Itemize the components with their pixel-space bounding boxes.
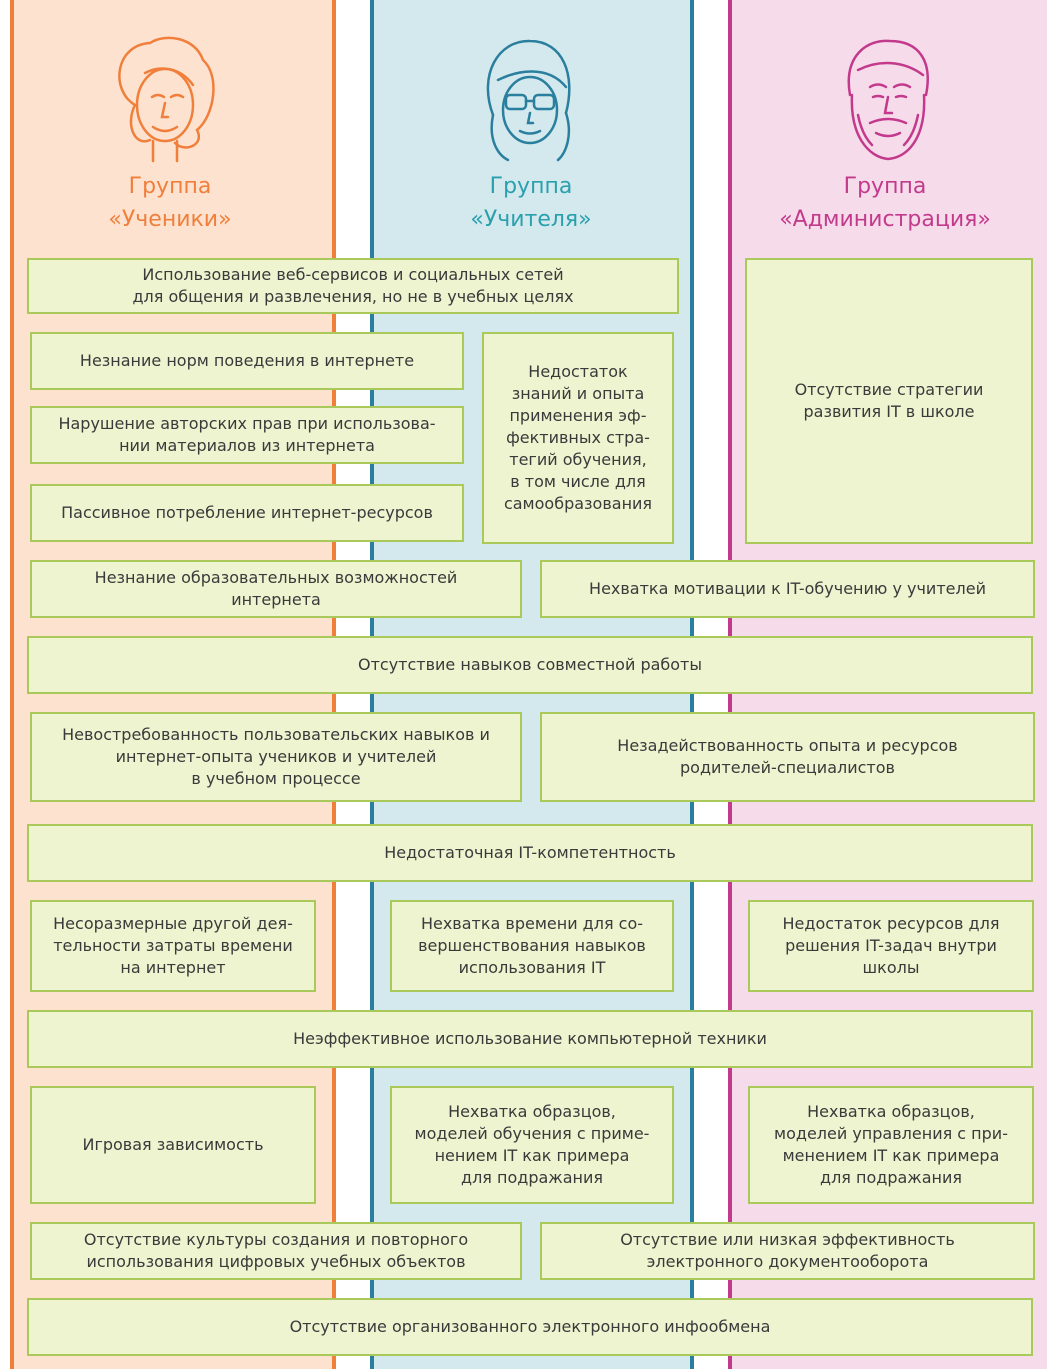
problem-manage-models: Нехватка образцов, моделей управления с … [748, 1086, 1034, 1204]
problem-parents: Незадействованность опыта и ресурсов род… [540, 712, 1035, 802]
problem-digital-objects: Отсутствие культуры создания и повторног… [30, 1222, 522, 1280]
problem-collaboration: Отсутствие навыков совместной работы [27, 636, 1033, 694]
teachers-group-title: Группа «Учителя» [380, 170, 682, 236]
students-group-title: Группа «Ученики» [20, 170, 320, 236]
teachers-group-label: Группа [489, 174, 573, 199]
problem-unused-skills: Невостребованность пользовательских навы… [30, 712, 522, 802]
students-group-label: Группа [128, 174, 212, 199]
admin-group-title: Группа «Администрация» [735, 170, 1035, 236]
teachers-group-name: «Учителя» [470, 207, 592, 232]
problem-lack-knowledge: Недостаток знаний и опыта применения эф-… [482, 332, 674, 544]
problem-doc-flow: Отсутствие или низкая эффективность элек… [540, 1222, 1035, 1280]
students-column-left-border [10, 0, 14, 1369]
admin-group-name: «Администрация» [779, 207, 991, 232]
problem-resources: Недостаток ресурсов для решения IT-задач… [748, 900, 1034, 992]
bearded-man-icon [847, 39, 929, 161]
teacher-with-glasses-icon [486, 39, 571, 162]
students-group-name: «Ученики» [108, 207, 232, 232]
problem-no-strategy: Отсутствие стратегии развития IT в школе [745, 258, 1033, 544]
problem-time-internet: Несоразмерные другой дея- тельности затр… [30, 900, 316, 992]
problem-inefficient-hardware: Неэффективное использование компьютерной… [27, 1010, 1033, 1068]
girl-avatar-icon [118, 36, 215, 163]
problem-it-competence: Недостаточная IT-компетентность [27, 824, 1033, 882]
problem-teach-models: Нехватка образцов, моделей обучения с пр… [390, 1086, 674, 1204]
problem-passive: Пассивное потребление интернет-ресурсов [30, 484, 464, 542]
problem-web-entertainment: Использование веб-сервисов и социальных … [27, 258, 679, 314]
problem-gaming: Игровая зависимость [30, 1086, 316, 1204]
problem-time-skills: Нехватка времени для со- вершенствования… [390, 900, 674, 992]
problem-info-exchange: Отсутствие организованного электронного … [27, 1298, 1033, 1356]
problem-netiquette: Незнание норм поведения в интернете [30, 332, 464, 390]
problem-motivation: Нехватка мотивации к IT-обучению у учите… [540, 560, 1035, 618]
admin-group-label: Группа [843, 174, 927, 199]
problem-edu-opportunities: Незнание образовательных возможностей ин… [30, 560, 522, 618]
problem-copyright: Нарушение авторских прав при использова-… [30, 406, 464, 464]
